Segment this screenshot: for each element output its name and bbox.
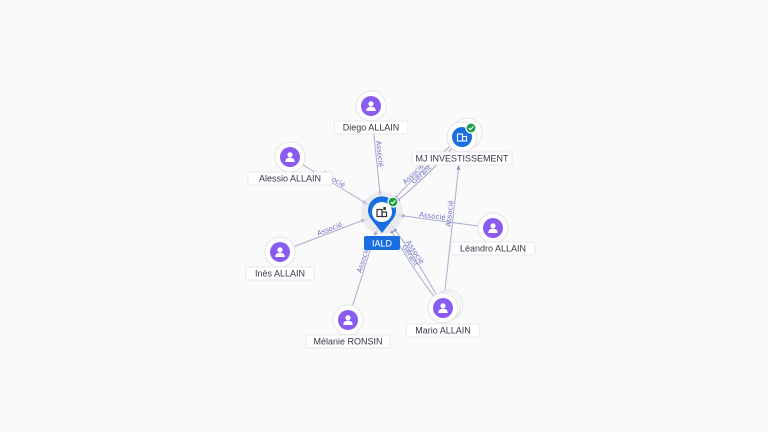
edge-label: Associé [374, 140, 385, 167]
person-node-mario[interactable]: Mario ALLAIN [405, 289, 481, 338]
person-icon [280, 147, 300, 167]
person-icon [338, 310, 358, 330]
person-icon [270, 242, 290, 262]
edge-label: Associé [316, 221, 344, 238]
node-name: Mélanie RONSIN [313, 337, 382, 347]
edge-label: Associé [445, 200, 456, 227]
nodes-layer: Diego ALLAIN Alessio ALLAIN Inès ALLAIN Mél… [245, 90, 536, 349]
edge-arrow [456, 165, 461, 170]
center-node[interactable]: IALD [361, 192, 403, 250]
node-name: MJ INVESTISSEMENT [415, 154, 509, 164]
building-icon [452, 127, 472, 147]
node-name: Alessio ALLAIN [259, 174, 321, 184]
building-icon [376, 207, 388, 218]
check-badge-icon [465, 122, 477, 134]
node-name-label: Alessio ALLAIN [247, 171, 333, 186]
person-node-melanie[interactable]: Mélanie RONSIN [305, 304, 391, 349]
person-node-ines[interactable]: Inès ALLAIN [245, 236, 315, 281]
node-name: Léandro ALLAIN [460, 244, 526, 254]
node-name-label: MJ INVESTISSEMENT [411, 151, 513, 166]
node-name: Diego ALLAIN [343, 123, 400, 133]
center-name: IALD [372, 238, 393, 248]
node-name-label: Inès ALLAIN [245, 266, 315, 281]
node-name-label: Mario ALLAIN [405, 323, 481, 338]
person-node-leandro[interactable]: Léandro ALLAIN [450, 212, 536, 256]
center-label: IALD [364, 236, 400, 250]
node-name: Inès ALLAIN [255, 269, 305, 279]
node-name-label: Léandro ALLAIN [450, 241, 536, 256]
person-icon [433, 298, 453, 318]
check-badge-icon [387, 196, 399, 208]
node-name-label: Diego ALLAIN [333, 120, 409, 135]
edge-label: Associé [419, 211, 446, 222]
person-icon [483, 218, 503, 238]
person-icon [361, 96, 381, 116]
edge-label: Associé [356, 246, 372, 274]
node-name: Mario ALLAIN [415, 326, 471, 336]
company-node-mj[interactable]: MJ INVESTISSEMENT [411, 117, 513, 166]
person-node-alessio[interactable]: Alessio ALLAIN [247, 141, 333, 186]
node-name-label: Mélanie RONSIN [305, 334, 391, 349]
person-node-diego[interactable]: Diego ALLAIN [333, 90, 409, 135]
